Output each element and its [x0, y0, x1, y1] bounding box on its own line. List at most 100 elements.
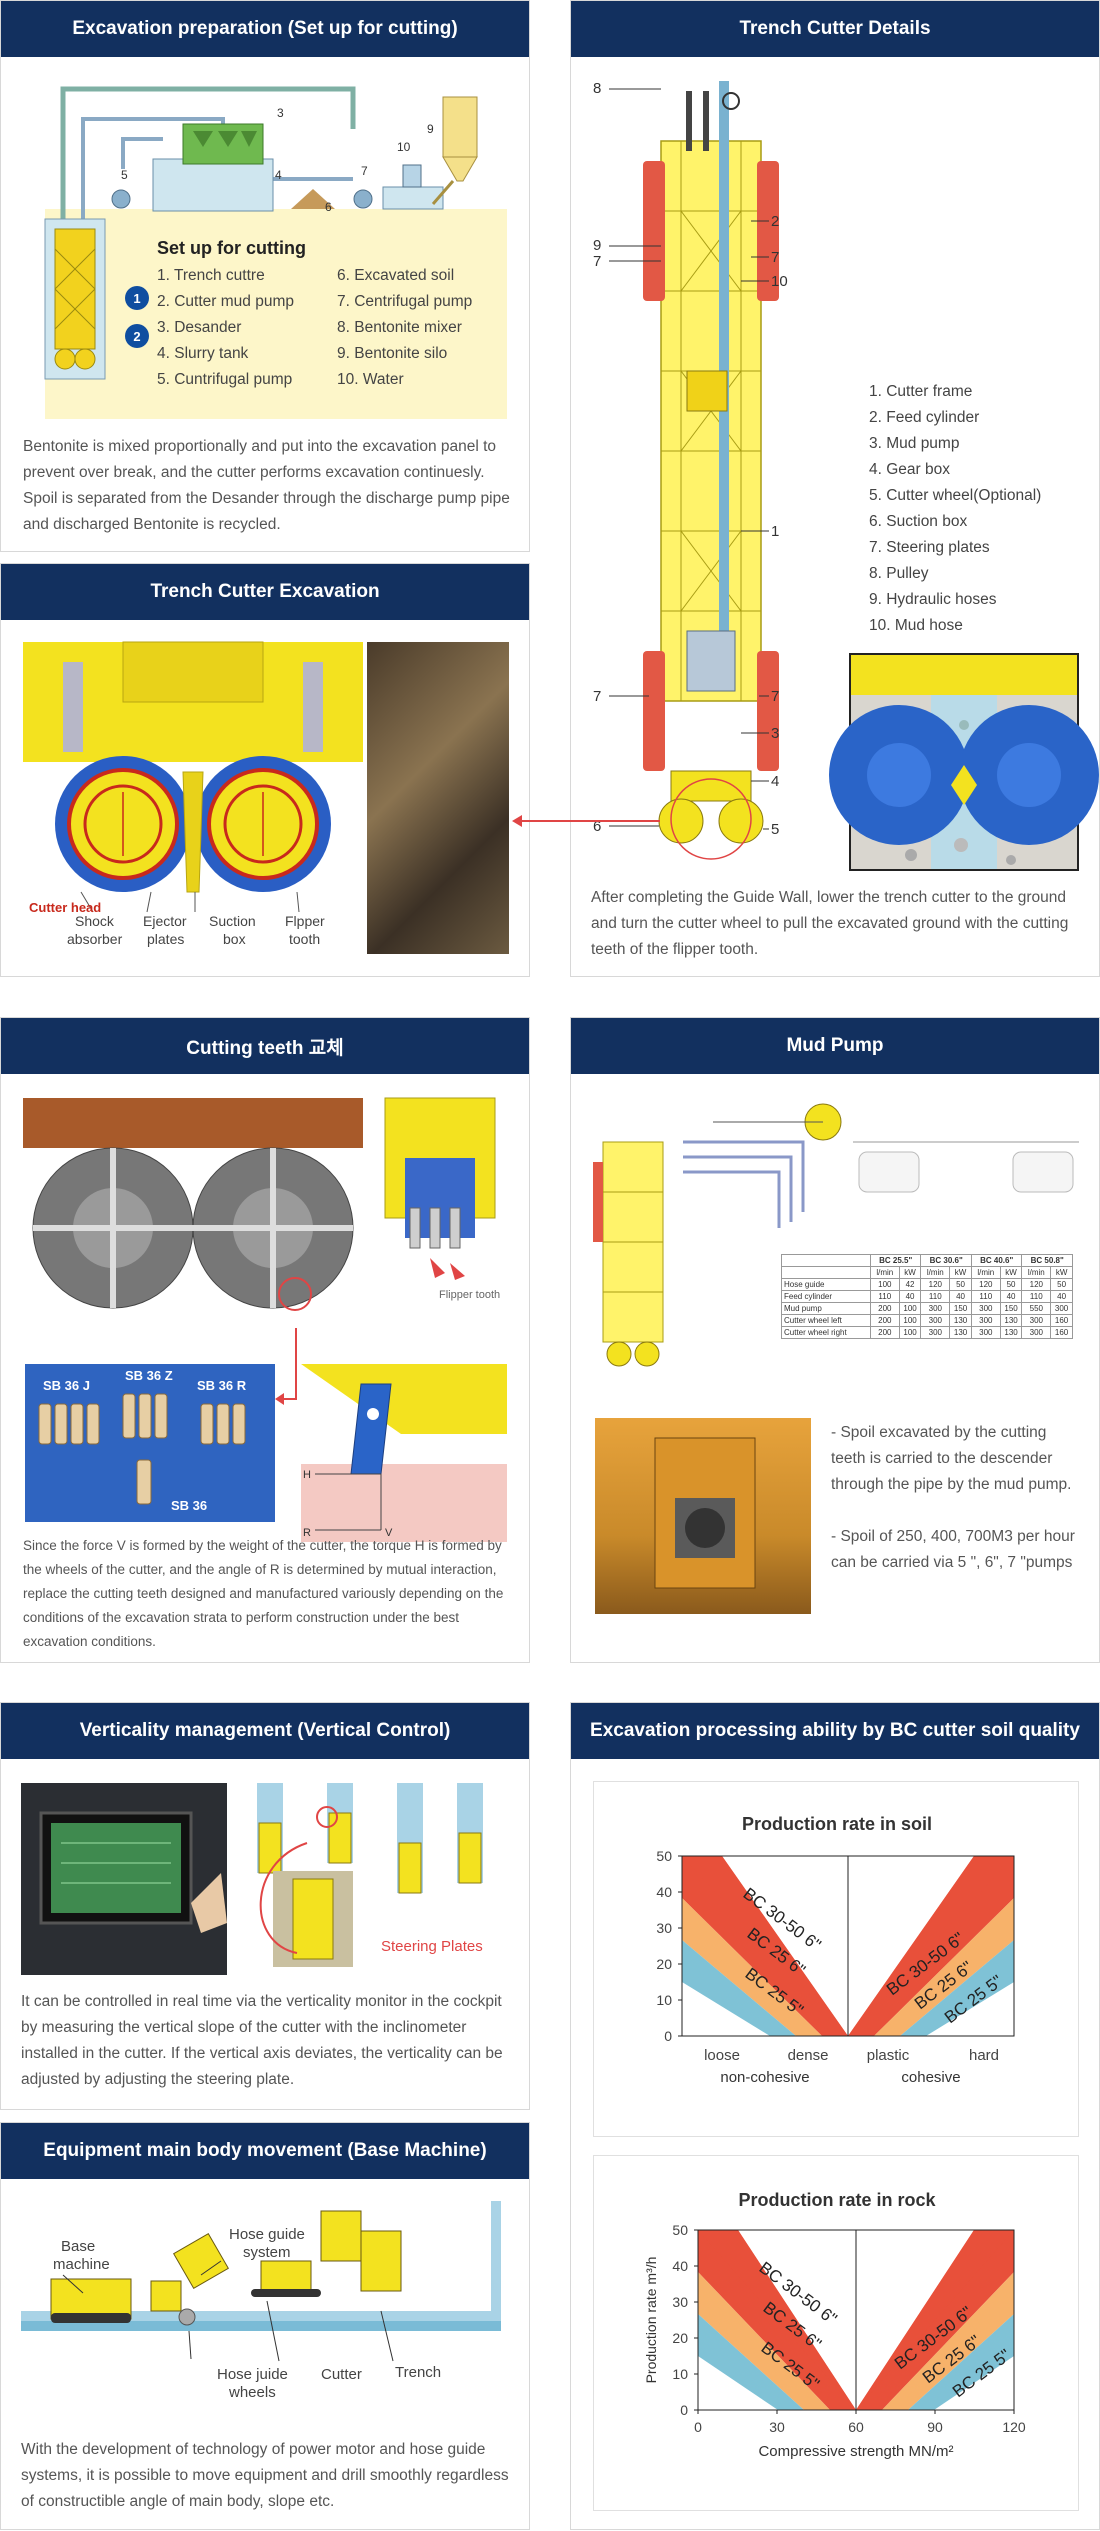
teeth-label: SB 36: [171, 1498, 207, 1513]
setup-item: 2. Cutter mud pump: [157, 293, 294, 310]
y-tick-label: 0: [680, 2402, 688, 2418]
diagram-number: 4: [275, 168, 282, 182]
soil-chart-title: Production rate in soil: [741, 1814, 933, 1834]
detail-callout: 10: [771, 273, 788, 290]
detail-callout: 7: [593, 253, 601, 270]
red-arrow-head: [512, 815, 522, 827]
table-cell: Mud pump: [781, 1302, 871, 1315]
table-cell: 100: [898, 1314, 922, 1327]
teeth-label: SB 36 Z: [125, 1368, 173, 1383]
table-row: Feed cylinder 110 40 110 40 110 40 110 4…: [781, 1290, 1073, 1303]
cutter-label: plates: [147, 931, 184, 947]
force-diagram: H R V: [301, 1364, 507, 1542]
cutting-teeth-card: Cutting teeth 교체 Flipper tooth: [0, 1017, 530, 1663]
table-row: Cutter wheel right 200 100 300 130 300 1…: [781, 1326, 1073, 1339]
x-group-label: non-cohesive: [720, 2069, 809, 2086]
table-cell: kW: [999, 1266, 1023, 1279]
table-cell: BC 25.5": [869, 1254, 922, 1267]
x-tick-label: 0: [694, 2419, 702, 2435]
trench-cutter-details-title: Trench Cutter Details: [571, 1, 1099, 57]
verticality-title: Verticality management (Vertical Control…: [1, 1703, 529, 1759]
diagram-number: 9: [427, 122, 434, 136]
chart-band-top-left: [682, 1856, 848, 2036]
detail-callout: 7: [771, 688, 779, 705]
detail-callout: 6: [593, 818, 601, 835]
trench-cutter-details-card: Trench Cutter Details: [570, 0, 1100, 977]
cutter-label: box: [223, 931, 246, 947]
detail-callout: 5: [771, 821, 779, 838]
setup-list-left: 1. Trench cuttre 2. Cutter mud pump 3. D…: [157, 263, 294, 393]
verticality-monitor-photo: [21, 1783, 227, 1975]
teeth-label: SB 36 R: [197, 1378, 247, 1393]
table-cell: 130: [999, 1314, 1023, 1327]
part-item: 3. Mud pump: [869, 435, 960, 452]
table-cell: l/min: [1021, 1266, 1052, 1279]
table-cell: 200: [869, 1302, 900, 1315]
cutter-head-label: Cutter head: [29, 900, 101, 915]
diagram-number: 10: [397, 140, 411, 154]
detail-callout: 9: [593, 237, 601, 254]
table-cell: 100: [869, 1278, 900, 1291]
detail-callout: 1: [771, 523, 779, 540]
table-cell: 200: [869, 1326, 900, 1339]
x-tick-label: dense: [788, 2047, 829, 2064]
table-cell: [781, 1266, 871, 1279]
teeth-label: SB 36 J: [43, 1378, 90, 1393]
trench-cutter-excavation-title: Trench Cutter Excavation: [1, 564, 529, 620]
table-cell: 100: [898, 1302, 922, 1315]
setup-item: 10. Water: [337, 371, 404, 388]
table-cell: 110: [869, 1290, 900, 1303]
excavation-prep-title: Excavation preparation (Set up for cutti…: [1, 1, 529, 57]
setup-item: 5. Cuntrifugal pump: [157, 371, 293, 388]
part-item: 4. Gear box: [869, 461, 950, 478]
processing-ability-title: Excavation processing ability by BC cutt…: [571, 1703, 1099, 1759]
table-cell: 120: [970, 1278, 1001, 1291]
mud-pump-photo: [595, 1418, 811, 1614]
base-machine-label: Base: [61, 2238, 95, 2255]
table-cell: 40: [898, 1290, 922, 1303]
y-tick-label: 10: [672, 2366, 688, 2382]
setup-list-right: 6. Excavated soil 7. Centrifugal pump 8.…: [337, 263, 472, 393]
part-item: 7. Steering plates: [869, 539, 990, 556]
table-cell: BC 50.8": [1021, 1254, 1073, 1267]
chart-band-top-right: [856, 2230, 1014, 2410]
cutter-wheel-closeup: [829, 653, 1099, 871]
chart-band-right: [882, 2272, 1014, 2410]
hose-guide-label: system: [243, 2244, 291, 2261]
y-tick-label: 10: [656, 1992, 672, 2008]
cutter-label: Flpper: [285, 913, 325, 929]
diagram-number: 7: [361, 164, 368, 178]
mud-pump-card: Mud Pump BC 25.5" BC 30.6" BC: [570, 1017, 1100, 1663]
red-arrow-line: [520, 820, 660, 822]
diagram-number: 5: [121, 168, 128, 182]
trench-label: Trench: [395, 2364, 441, 2381]
teeth-arrow-head: [275, 1393, 284, 1405]
chart-band-left: [682, 1898, 822, 2036]
cutter-wheels-photo: [23, 1098, 363, 1328]
chart-band-left: [698, 2272, 830, 2410]
trench-cutter-drawing: 8 2 9 7 7 10 1 7 7 3 4 6 5: [591, 71, 788, 861]
table-cell: 40: [949, 1290, 972, 1303]
table-cell: 150: [999, 1302, 1023, 1315]
part-item: 5. Cutter wheel(Optional): [869, 487, 1042, 504]
processing-ability-card: Excavation processing ability by BC cutt…: [570, 1702, 1100, 2530]
setup-badge-2: 2: [125, 324, 149, 348]
diagram-number: 3: [277, 106, 284, 120]
table-cell: 42: [898, 1278, 922, 1291]
table-cell: 300: [920, 1314, 951, 1327]
cutter-label: Cutter: [321, 2366, 362, 2383]
table-cell: 300: [970, 1314, 1001, 1327]
hose-wheels-label: Hose juide: [217, 2366, 288, 2383]
table-cell: 120: [1021, 1278, 1052, 1291]
table-cell: 40: [1050, 1290, 1073, 1303]
y-tick-label: 30: [656, 1920, 672, 1936]
part-item: 6. Suction box: [869, 513, 968, 530]
chart-band-top-left: [698, 2230, 856, 2410]
force-label: V: [385, 1527, 393, 1539]
trench-cutter-details-description: After completing the Guide Wall, lower t…: [591, 889, 1069, 958]
chart-band-left: [682, 1940, 796, 2036]
table-header-row: BC 25.5" BC 30.6" BC 40.6" BC 50.8": [781, 1254, 1073, 1267]
force-label: R: [303, 1527, 311, 1539]
